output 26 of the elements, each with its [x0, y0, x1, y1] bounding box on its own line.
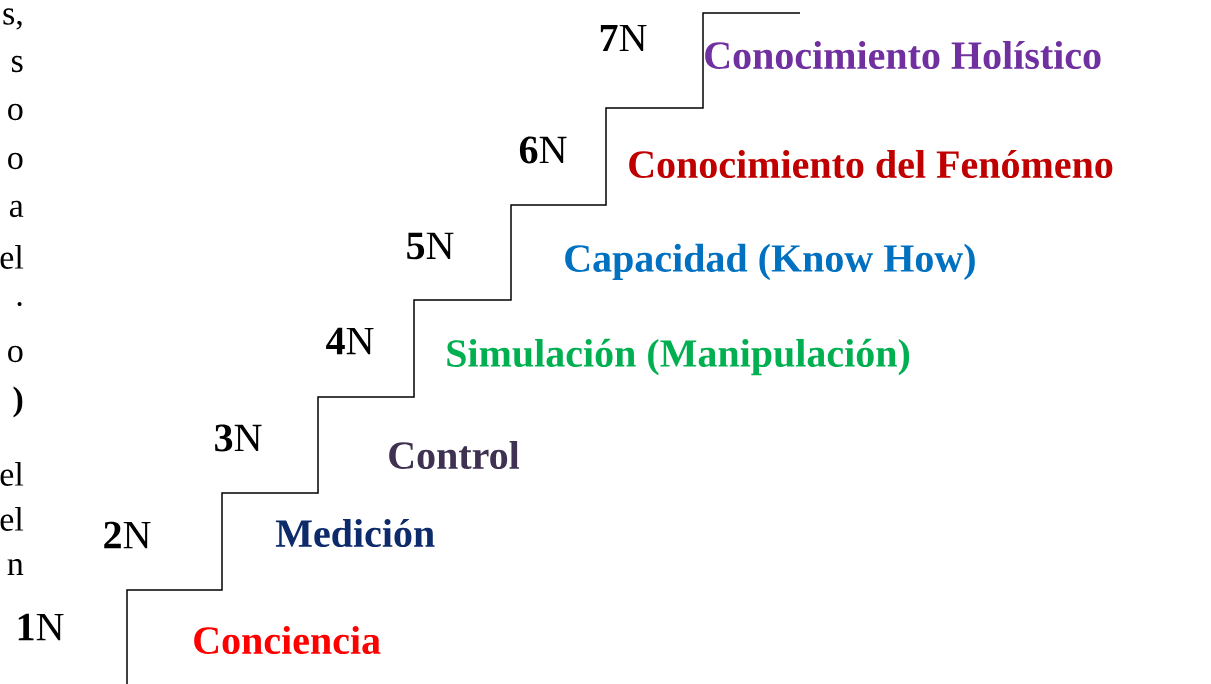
level-number: 7N [600, 24, 647, 52]
level-name: Control [389, 440, 520, 470]
level-number: 6N [519, 136, 567, 164]
level-number: 5N [407, 232, 454, 260]
level-number: 3N [215, 424, 262, 452]
text-fragment: o [8, 345, 23, 363]
level-name: Conciencia [194, 625, 381, 655]
text-fragment: . [17, 302, 22, 306]
level-number: 1N [18, 613, 64, 641]
text-fragment: n [7, 558, 24, 575]
level-name: Medición [275, 518, 435, 548]
level-name: Conocimiento del Fenómeno [629, 149, 1113, 179]
text-fragment: s, [3, 8, 22, 30]
text-fragment: o [8, 152, 23, 170]
level-name: Capacidad (Know How) [565, 243, 975, 281]
text-fragment: o [8, 103, 23, 121]
level-name: Simulación (Manipulación) [447, 338, 910, 376]
text-fragment: el [0, 245, 24, 269]
level-name: Conocimiento Holístico [705, 40, 1101, 70]
level-number: 4N [326, 327, 374, 355]
level-number: 2N [104, 521, 151, 549]
text-fragment: el [0, 507, 24, 531]
text-fragment: el [0, 462, 24, 486]
text-fragment: a [9, 200, 24, 218]
text-fragment: s [11, 55, 23, 73]
text-fragment: ) [13, 386, 23, 418]
